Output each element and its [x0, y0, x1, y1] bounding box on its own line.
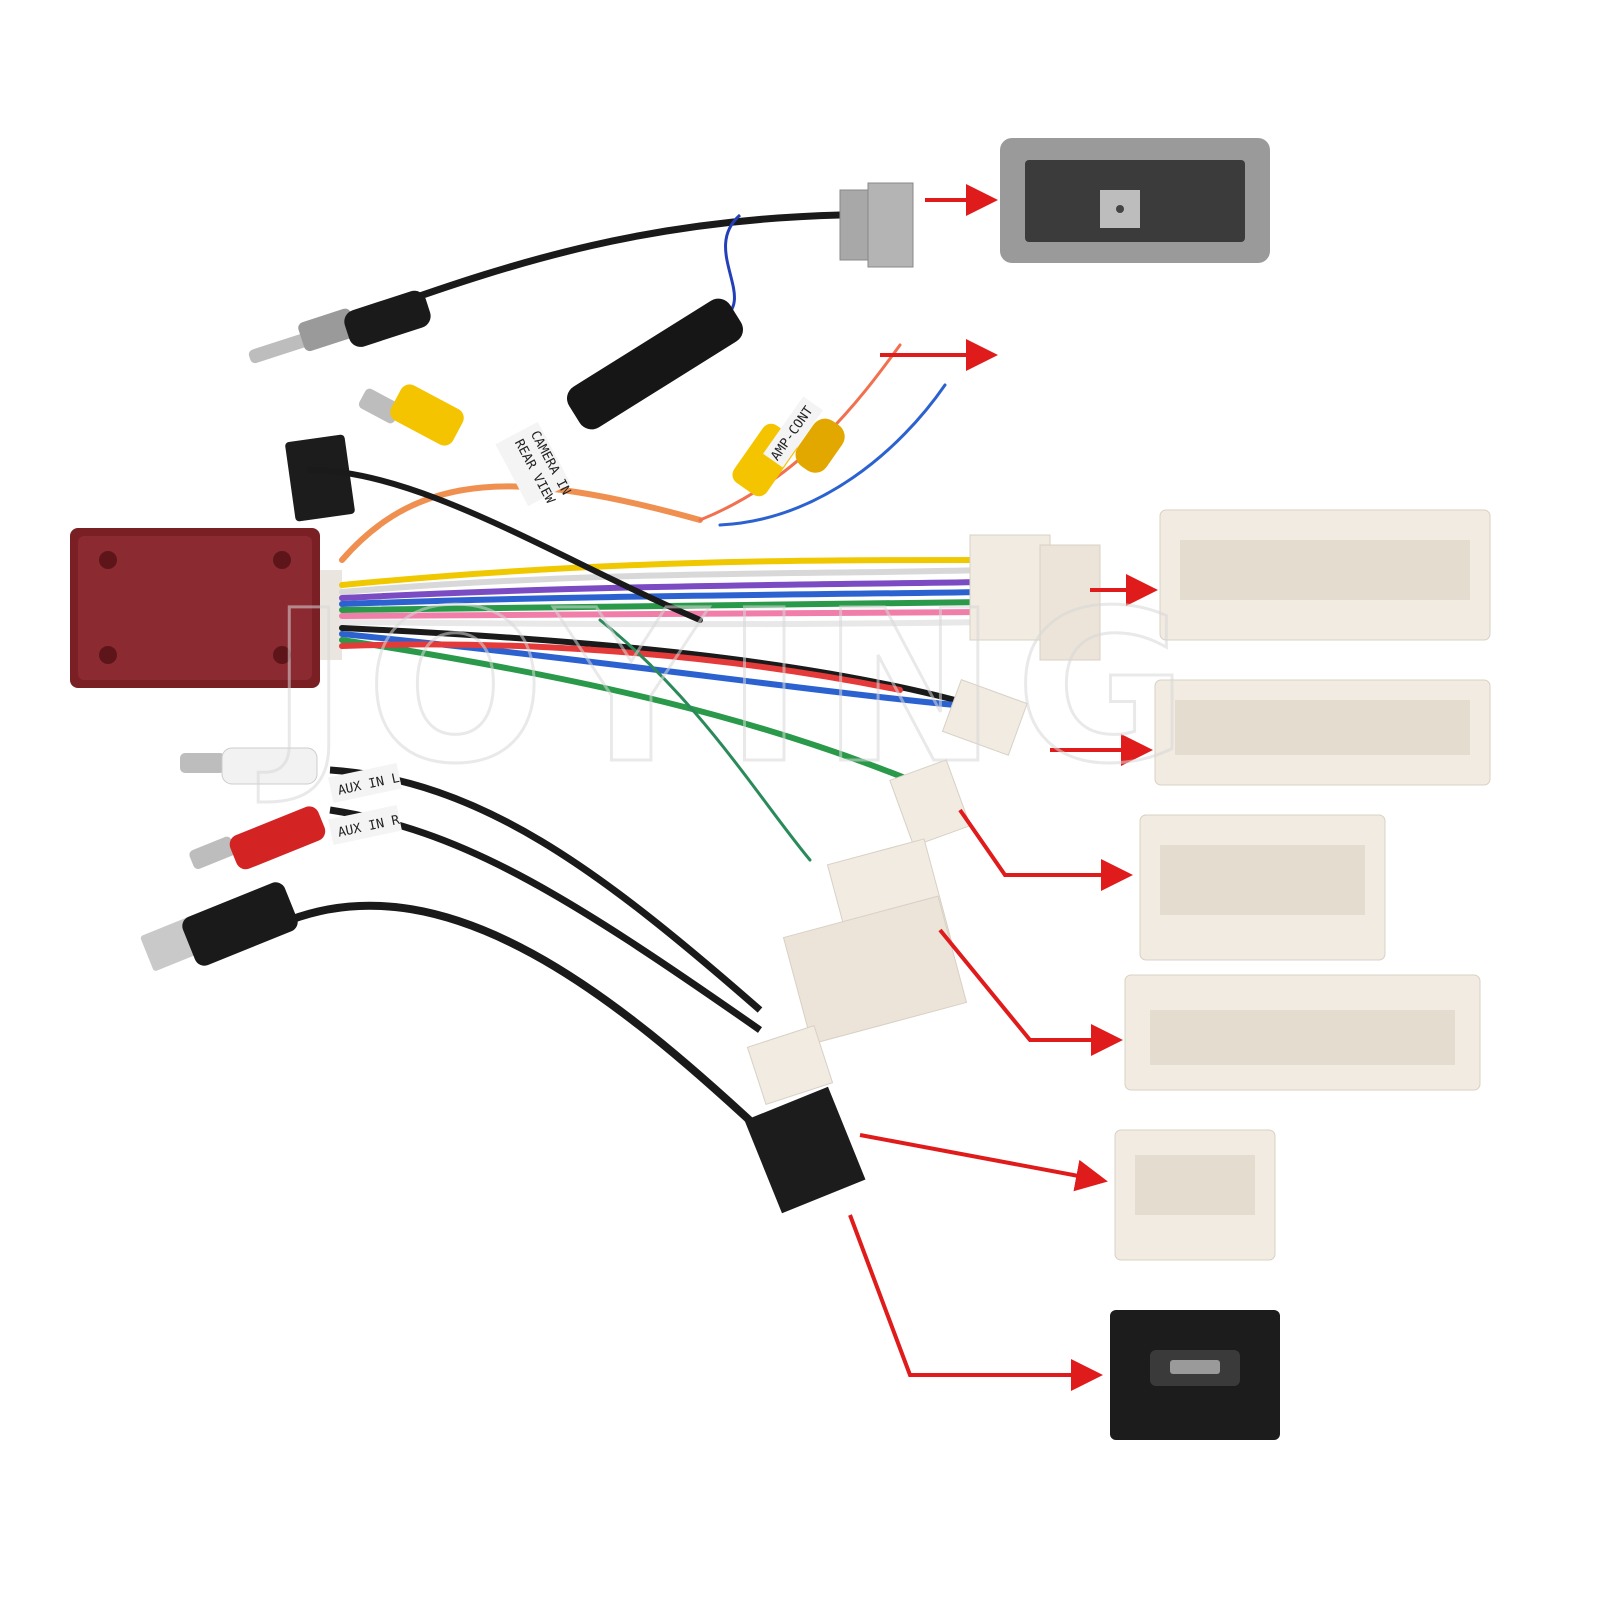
socket-3	[1139, 814, 1386, 961]
socket-usb	[1110, 1310, 1280, 1440]
black-plug	[285, 434, 355, 522]
socket-2	[1154, 679, 1491, 786]
harness-connectors	[782, 534, 1101, 1045]
aux-cables: AUX IN L AUX IN R	[180, 747, 763, 1033]
arrow-icon	[848, 184, 1158, 1391]
socket-5	[1114, 1129, 1276, 1261]
watermark: JOYING	[258, 565, 1206, 810]
usb-cable	[140, 882, 866, 1214]
antenna-socket	[1000, 138, 1270, 263]
decoder-box	[70, 528, 342, 688]
antenna-cable	[248, 182, 914, 430]
socket-1	[1159, 509, 1491, 641]
socket-4	[1124, 974, 1481, 1091]
wire-bundle	[307, 343, 988, 862]
cable-tags: CAMERA IN REAR VIEW AMP-CONT	[495, 396, 823, 506]
